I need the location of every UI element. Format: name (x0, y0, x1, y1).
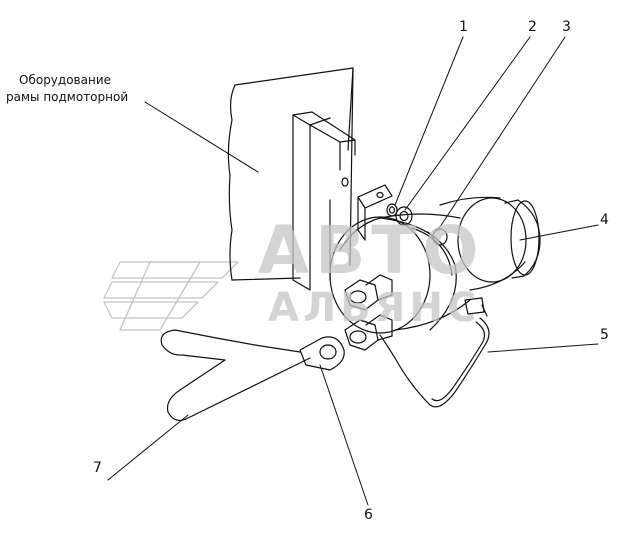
leader-6 (319, 364, 369, 506)
leader-2 (404, 36, 531, 211)
callout-5: 5 (600, 327, 609, 343)
cable-lug (299, 336, 345, 371)
leader-4 (519, 224, 599, 241)
callout-6: 6 (364, 507, 373, 523)
callout-3: 3 (562, 19, 571, 35)
caption-line-1: Оборудование (19, 73, 111, 87)
caption-line-2: рамы подмоторной (6, 90, 129, 104)
angle-bracket (292, 111, 356, 291)
watermark-sub: АЛЬЯНС (268, 285, 481, 331)
callout-7: 7 (93, 460, 102, 476)
callout-4: 4 (600, 212, 609, 228)
leader-7 (107, 414, 189, 481)
leader-3 (437, 36, 566, 231)
clip (464, 297, 488, 317)
callout-2: 2 (528, 19, 537, 35)
leader-caption (144, 101, 259, 173)
leader-lines (107, 36, 599, 506)
terminal-nuts (344, 274, 393, 351)
callout-1: 1 (459, 19, 468, 35)
watermark-logo (103, 261, 239, 331)
watermark-brand: АВТО (258, 212, 485, 289)
cable (160, 329, 311, 422)
leader-1 (394, 36, 464, 206)
wire-loop (379, 317, 490, 408)
mass-switch-body (329, 196, 541, 334)
leader-5 (487, 343, 599, 353)
frame-equipment (227, 67, 354, 281)
